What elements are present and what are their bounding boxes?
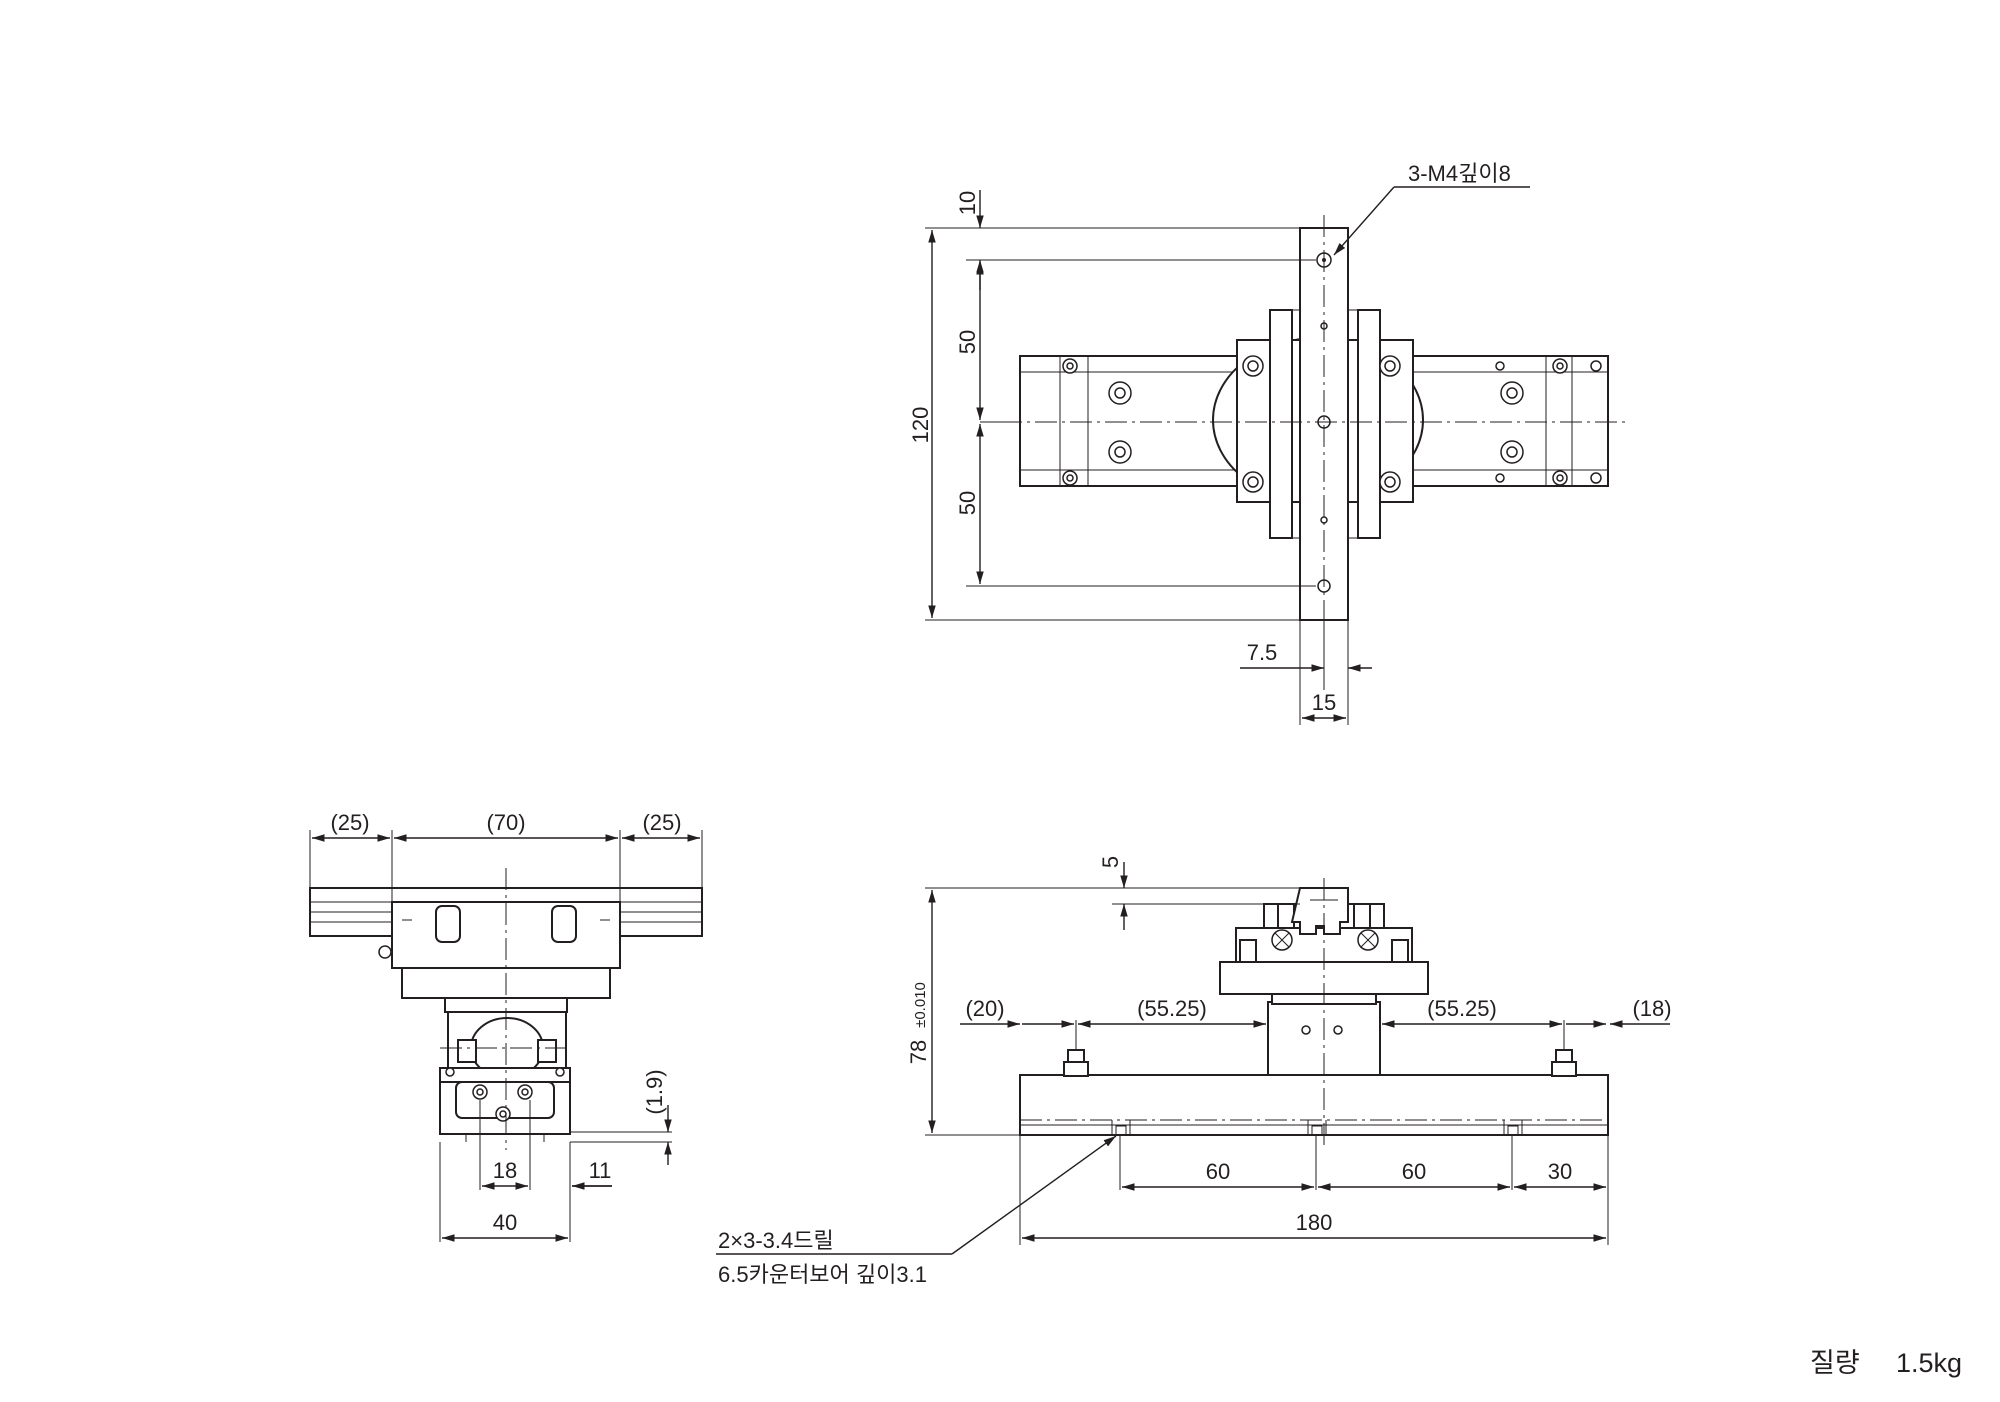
- dim-70: (70): [486, 810, 525, 835]
- note-counterbore: 6.5카운터보어 깊이3.1: [718, 1262, 927, 1287]
- dim-5: 5: [1098, 856, 1123, 868]
- dim-60-a: 60: [1206, 1159, 1230, 1184]
- dim-18: 18: [493, 1158, 517, 1183]
- dim-60-b: 60: [1402, 1159, 1426, 1184]
- dim-1-9: (1.9): [642, 1069, 667, 1114]
- dim-10: 10: [955, 191, 980, 215]
- top-view: 120 10 50 50 7.5 15 3-M4깊이8: [908, 161, 1630, 725]
- callout-thread: 3-M4깊이8: [1408, 161, 1511, 186]
- mass-label: 질량: [1810, 1348, 1860, 1378]
- rail-end-holes: [1062, 358, 1602, 486]
- dim-25-right: (25): [642, 810, 681, 835]
- dim-180: 180: [1296, 1210, 1333, 1235]
- dim-50-bottom: 50: [955, 491, 980, 515]
- front-view: 5 78 ±0.010 (20) (55.25) (55.25) (18) 60…: [716, 856, 1672, 1287]
- dim-11: 11: [589, 1158, 612, 1183]
- note-drill: 2×3-3.4드릴: [718, 1228, 834, 1253]
- dim-40: 40: [493, 1210, 517, 1235]
- dim-78: 78: [906, 1040, 931, 1064]
- dim-120: 120: [908, 407, 933, 444]
- mass-note: 질량 1.5kg: [1810, 1348, 1962, 1378]
- mass-value: 1.5kg: [1896, 1348, 1962, 1378]
- front-counterbores: [1111, 1120, 1523, 1134]
- side-view: (25) (70) (25) (1.9) 18 11 40: [309, 810, 703, 1242]
- dim-78-tolerance: ±0.010: [912, 982, 929, 1028]
- dim-55-25-right: (55.25): [1427, 996, 1497, 1021]
- dim-7-5: 7.5: [1247, 640, 1278, 665]
- dim-20: (20): [965, 996, 1004, 1021]
- dim-30: 30: [1548, 1159, 1572, 1184]
- dim-18-front: (18): [1632, 996, 1671, 1021]
- dim-25-left: (25): [330, 810, 369, 835]
- dim-50-top: 50: [955, 330, 980, 354]
- dim-55-25-left: (55.25): [1137, 996, 1207, 1021]
- dim-15: 15: [1312, 690, 1336, 715]
- counterbore-holes: [1108, 361, 1524, 483]
